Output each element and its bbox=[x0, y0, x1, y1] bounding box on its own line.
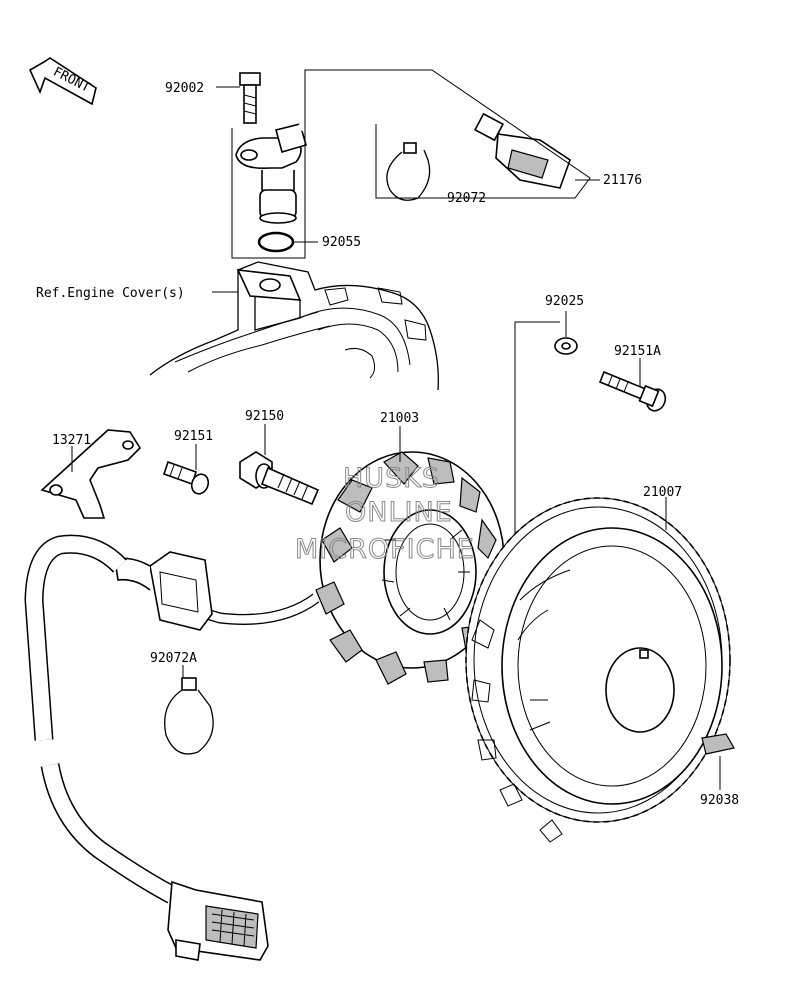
callout-92150: 92150 bbox=[245, 409, 284, 424]
callout-92151A: 92151A bbox=[614, 344, 661, 359]
bolt-92150 bbox=[239, 451, 320, 506]
callout-21176: 21176 bbox=[603, 173, 642, 188]
front-arrow: FRONT bbox=[28, 57, 97, 106]
watermark-line-1: HUSKS bbox=[343, 463, 440, 494]
watermark-line-2: ONLINE bbox=[345, 497, 453, 528]
callout-21003: 21003 bbox=[380, 411, 419, 426]
callout-92025: 92025 bbox=[545, 294, 584, 309]
leader-92025-line bbox=[514, 321, 560, 600]
bolt-92002 bbox=[239, 72, 261, 124]
flywheel-21007 bbox=[465, 497, 731, 843]
wiring-harness bbox=[24, 534, 320, 961]
key-92038 bbox=[701, 733, 735, 755]
sensor-21176 bbox=[235, 76, 571, 224]
callout-92055: 92055 bbox=[322, 235, 361, 250]
watermark-line-3: MICROFICHE bbox=[295, 534, 475, 565]
callout-92072: 92072 bbox=[447, 191, 486, 206]
callout-92072A: 92072A bbox=[150, 651, 197, 666]
callout-92038: 92038 bbox=[700, 793, 739, 808]
watermark: HUSKS ONLINE MICROFICHE bbox=[295, 463, 475, 566]
bolt-92151 bbox=[162, 460, 210, 495]
engine-cover-ref bbox=[149, 261, 439, 391]
washer-92025 bbox=[554, 337, 578, 355]
callout-13271: 13271 bbox=[52, 433, 91, 448]
reference-label: Ref.Engine Cover(s) bbox=[36, 286, 185, 301]
oring-92055 bbox=[257, 231, 295, 253]
bolt-92151A bbox=[598, 370, 667, 412]
callout-21007: 21007 bbox=[643, 485, 682, 500]
callout-92151: 92151 bbox=[174, 429, 213, 444]
bracket-13271 bbox=[40, 429, 142, 519]
callout-92002: 92002 bbox=[165, 81, 204, 96]
stator-21003 bbox=[315, 451, 505, 685]
clamp-92072 bbox=[386, 142, 431, 201]
clamp-92072A bbox=[164, 677, 214, 755]
